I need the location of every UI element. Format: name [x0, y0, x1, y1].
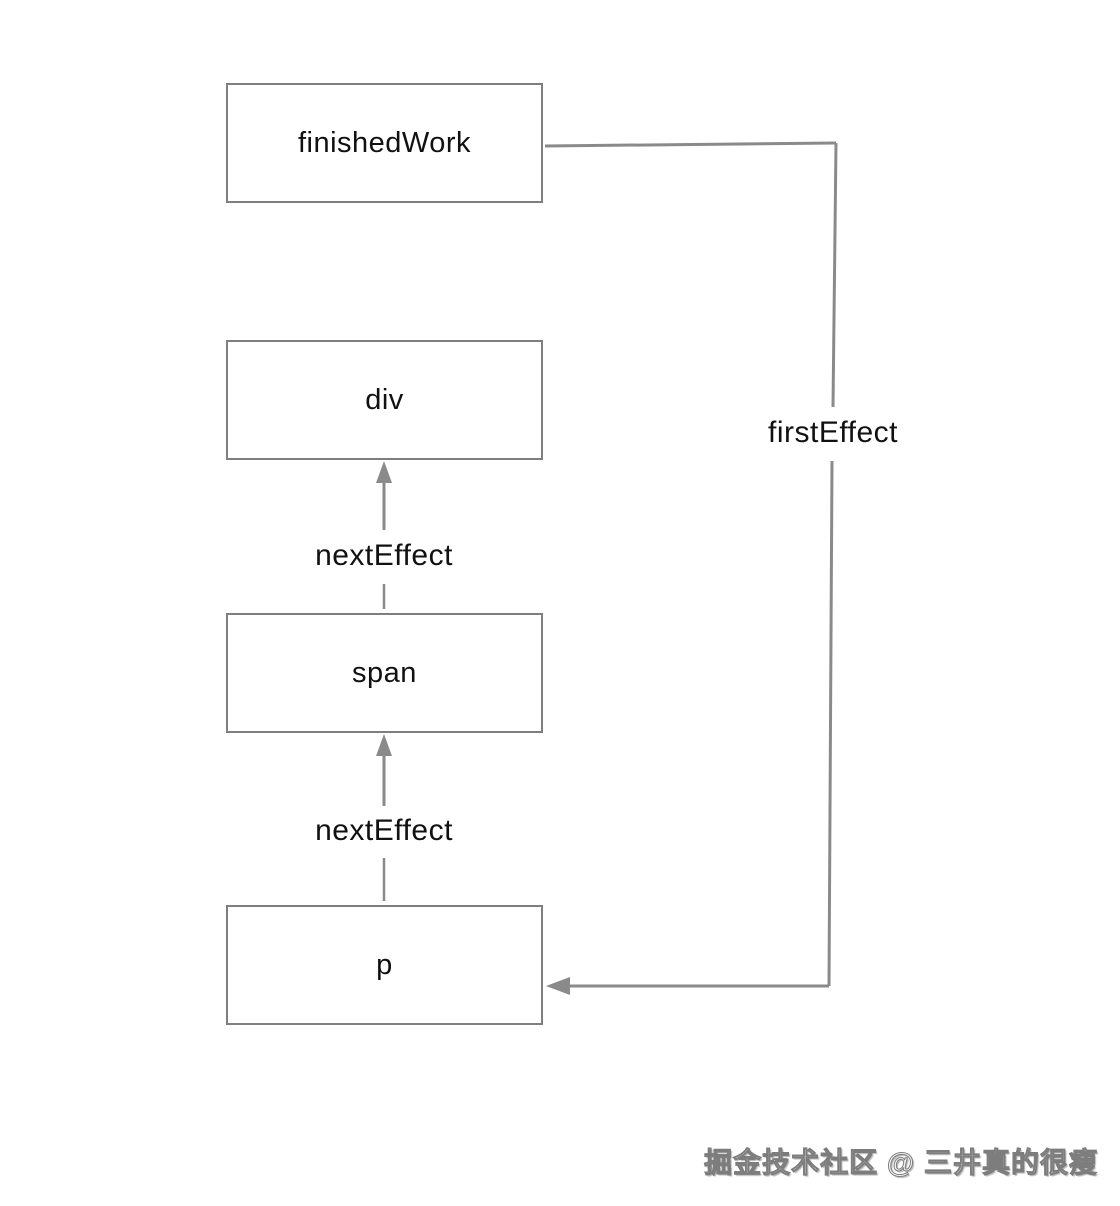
edge-span-to-div	[376, 461, 392, 609]
node-div-label: div	[365, 383, 404, 416]
arrowhead-up-icon	[376, 734, 392, 756]
node-div: div	[226, 340, 543, 460]
node-p-label: p	[376, 948, 393, 981]
edge-label-nexteffect-upper: nextEffect	[309, 539, 459, 573]
node-finishedwork: finishedWork	[226, 83, 543, 203]
node-p: p	[226, 905, 543, 1025]
edge-finishedwork-to-p	[544, 141, 838, 995]
node-span-label: span	[352, 656, 417, 689]
edge-label-nexteffect-lower: nextEffect	[309, 814, 459, 848]
arrowhead-left-icon	[546, 977, 570, 995]
node-finishedwork-label: finishedWork	[297, 126, 472, 159]
arrowhead-up-icon	[376, 461, 392, 483]
node-span: span	[226, 613, 543, 733]
edge-label-firsteffect: firstEffect	[762, 416, 904, 450]
watermark-text: 掘金技术社区 @ 三井真的很瘦	[704, 1147, 1098, 1179]
